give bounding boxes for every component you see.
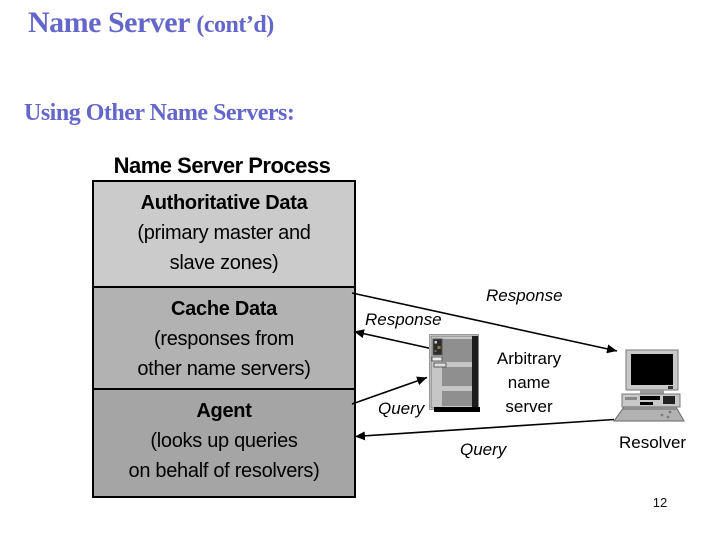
section-line: (responses from [154, 328, 294, 350]
section-title: Cache Data [171, 298, 277, 320]
server-tower-icon [429, 334, 480, 412]
page-number: 12 [652, 495, 668, 510]
section-agent: Agent (looks up queries on behalf of res… [94, 388, 354, 496]
query-arrow-from-resolver [354, 418, 615, 441]
arbitrary-label-line: server [505, 397, 553, 416]
section-line: (primary master and [137, 222, 311, 244]
response-label-short: Response [365, 310, 442, 329]
section-cache-data: Cache Data (responses from other name se… [94, 286, 354, 388]
section-line: (looks up queries [150, 430, 298, 452]
response-label-long: Response [486, 286, 563, 305]
page-title-main: Name Server [28, 6, 190, 39]
section-title: Agent [196, 400, 252, 422]
section-title: Authoritative Data [140, 192, 308, 214]
process-heading: Name Server Process [113, 153, 331, 178]
section-line: on behalf of resolvers) [128, 460, 320, 482]
name-server-process-box: Authoritative Data (primary master and s… [92, 180, 356, 498]
page-title-suffix: (cont’d) [196, 12, 274, 38]
section-line: slave zones) [169, 252, 279, 274]
resolver-label: Resolver [619, 433, 687, 452]
response-arrow-from-arbitrary-server [353, 329, 434, 350]
slide-subtitle: Using Other Name Servers: [24, 100, 295, 126]
query-label-short: Query [378, 399, 425, 418]
page-title: Name Server (cont’d) [28, 5, 274, 41]
arbitrary-label-line: name [507, 373, 551, 392]
section-line: other name servers) [137, 358, 311, 380]
section-authoritative-data: Authoritative Data (primary master and s… [94, 182, 354, 286]
query-label-long: Query [460, 440, 507, 459]
arbitrary-label-line: Arbitrary [496, 349, 562, 368]
resolver-computer-icon [613, 349, 685, 422]
arbitrary-name-server-label: Arbitrary name server [486, 347, 572, 419]
